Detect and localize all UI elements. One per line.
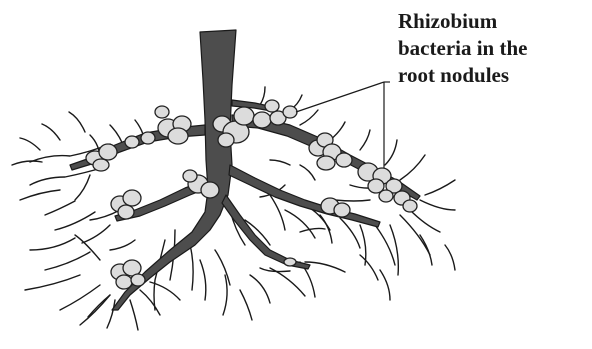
label-line-3: root nodules <box>398 62 588 89</box>
rhizobium-label: Rhizobium bacteria in the root nodules <box>398 8 588 89</box>
root-nodules <box>86 100 417 289</box>
label-line-1: Rhizobium <box>398 8 588 35</box>
label-line-2: bacteria in the <box>398 35 588 62</box>
